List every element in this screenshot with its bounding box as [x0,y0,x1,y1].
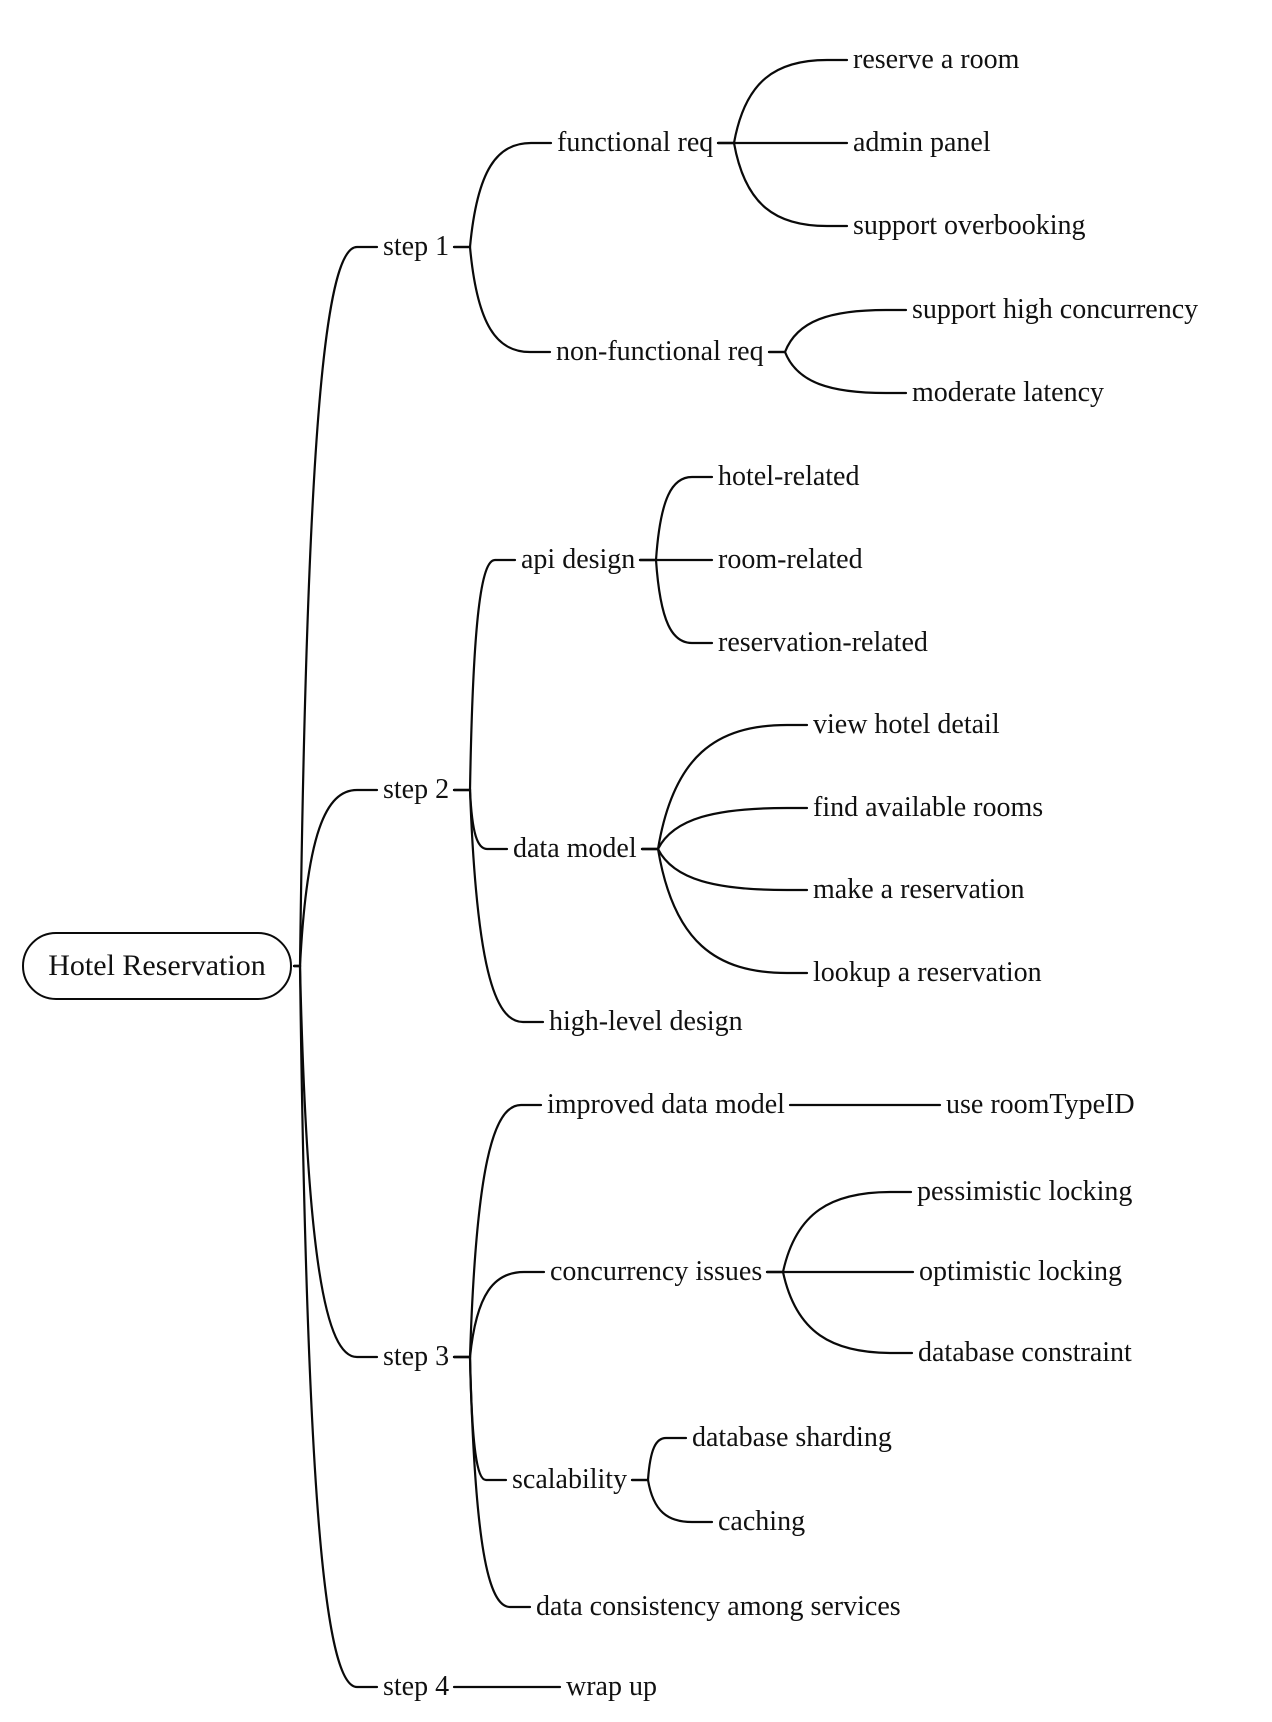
link-hotel-reservation-to-step-3 [292,964,379,1359]
node-non-functional-req[interactable]: non-functional req [556,335,764,367]
node-database-constraint[interactable]: database constraint [918,1336,1132,1368]
link-data-model-to-view-hotel-detail [640,723,809,851]
link-step-3-to-scalability [452,1355,508,1482]
link-functional-req-to-support-overbooking [716,141,849,228]
node-scalability[interactable]: scalability [512,1463,628,1495]
link-hotel-reservation-to-step-1 [292,245,379,968]
link-scalability-to-caching [630,1478,714,1524]
node-admin-panel[interactable]: admin panel [853,126,991,158]
link-step-1-to-non-functional-req [452,245,552,354]
node-data-consistency-among-services[interactable]: data consistency among services [536,1590,901,1622]
node-step-1[interactable]: step 1 [383,230,450,262]
node-step-2[interactable]: step 2 [383,773,450,805]
link-step-3-to-improved-data-model [452,1103,543,1359]
node-make-a-reservation[interactable]: make a reservation [813,873,1025,905]
node-api-design[interactable]: api design [521,543,636,575]
link-step-3-to-data-consistency-among-services [452,1355,532,1609]
node-lookup-a-reservation[interactable]: lookup a reservation [813,956,1042,988]
root-node-hotel-reservation[interactable]: Hotel Reservation [22,932,292,1000]
node-step-3[interactable]: step 3 [383,1340,450,1372]
link-non-functional-req-to-moderate-latency [767,350,908,395]
node-use-roomtypeid[interactable]: use roomTypeID [946,1088,1135,1120]
link-scalability-to-database-sharding [630,1436,688,1482]
node-reservation-related[interactable]: reservation-related [718,626,928,658]
link-step-3-to-concurrency-issues [452,1270,546,1359]
link-non-functional-req-to-support-high-concurrency [767,308,908,354]
node-functional-req[interactable]: functional req [557,126,714,158]
node-caching[interactable]: caching [718,1505,806,1537]
node-step-4[interactable]: step 4 [383,1670,450,1702]
link-functional-req-to-reserve-a-room [716,58,849,145]
node-support-high-concurrency[interactable]: support high concurrency [912,293,1199,325]
link-concurrency-issues-to-database-constraint [765,1270,914,1355]
link-step-2-to-data-model [452,788,509,851]
node-find-available-rooms[interactable]: find available rooms [813,791,1044,823]
node-reserve-a-room[interactable]: reserve a room [853,43,1020,75]
link-data-model-to-make-a-reservation [640,847,809,892]
node-moderate-latency[interactable]: moderate latency [912,376,1105,408]
link-step-1-to-functional-req [452,141,553,249]
link-concurrency-issues-to-pessimistic-locking [765,1190,913,1274]
node-hotel-related[interactable]: hotel-related [718,460,860,492]
node-high-level-design[interactable]: high-level design [549,1005,743,1037]
node-database-sharding[interactable]: database sharding [692,1421,892,1453]
link-step-2-to-high-level-design [452,788,545,1024]
link-step-2-to-api-design [452,558,517,792]
link-hotel-reservation-to-step-2 [292,788,379,968]
link-data-model-to-find-available-rooms [640,806,809,851]
node-wrap-up[interactable]: wrap up [566,1670,657,1702]
node-room-related[interactable]: room-related [718,543,863,575]
node-support-overbooking[interactable]: support overbooking [853,209,1086,241]
link-data-model-to-lookup-a-reservation [640,847,809,975]
node-improved-data-model[interactable]: improved data model [547,1088,785,1120]
link-api-design-to-hotel-related [638,475,714,562]
node-view-hotel-detail[interactable]: view hotel detail [813,708,1000,740]
node-data-model[interactable]: data model [513,832,637,864]
link-api-design-to-reservation-related [638,558,714,645]
node-optimistic-locking[interactable]: optimistic locking [919,1255,1122,1287]
node-concurrency-issues[interactable]: concurrency issues [550,1255,763,1287]
node-pessimistic-locking[interactable]: pessimistic locking [917,1175,1133,1207]
link-hotel-reservation-to-step-4 [292,964,379,1689]
